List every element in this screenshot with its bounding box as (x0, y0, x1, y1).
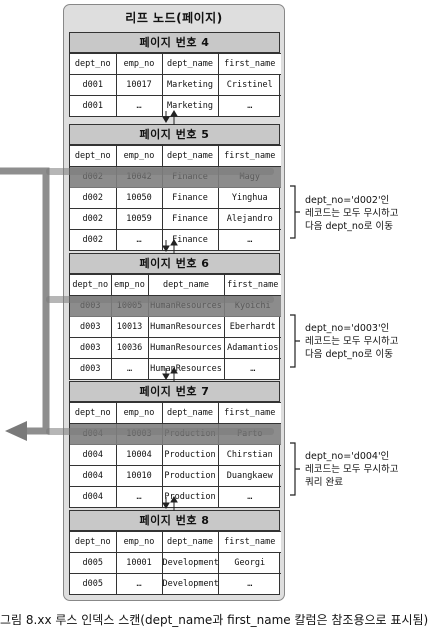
leaf-node-title: 리프 노드(페이지) (125, 11, 223, 25)
table-row: d001…Marketing… (70, 95, 281, 116)
note-brackets (290, 185, 300, 496)
column-header: dept_no (70, 531, 117, 553)
table-row: d004…Production… (70, 486, 281, 507)
cell-first-name: … (217, 229, 281, 250)
note-d003: dept_no='d003'인 레코드는 모두 무시하고 다음 dept_no로… (305, 323, 399, 360)
note-d002: dept_no='d002'인 레코드는 모두 무시하고 다음 dept_no로… (305, 195, 399, 232)
column-header: first_name (217, 145, 281, 167)
cell-first-name: … (217, 573, 281, 594)
column-header: dept_name (161, 531, 219, 553)
column-header: dept_name (161, 402, 219, 424)
cell-first-name: Georgi (217, 552, 281, 574)
cell-first-name: Cristinel (217, 74, 281, 96)
page-title: 페이지 번호 6 (70, 254, 279, 274)
cell-first-name: Alejandro (217, 208, 281, 230)
table-row: d002…Finance… (70, 229, 281, 250)
cell-emp-no: 10017 (115, 74, 163, 96)
column-header: dept_name (161, 145, 219, 167)
cell-emp-no: 10010 (115, 465, 163, 487)
column-header: dept_no (70, 145, 117, 167)
cell-first-name: … (223, 358, 281, 379)
table-row: d005…Development… (70, 573, 281, 594)
page-title: 페이지 번호 5 (70, 125, 279, 145)
column-header: emp_no (110, 274, 149, 296)
column-header: dept_no (70, 274, 112, 296)
column-header: emp_no (115, 402, 163, 424)
note-d004: dept_no='d004'인 레코드는 모두 무시하고 쿼리 완료 (305, 451, 399, 488)
column-header: first_name (217, 402, 281, 424)
cell-first-name: Adamantios (223, 337, 281, 359)
scan-path-arrow (0, 167, 274, 441)
cell-first-name: Duangkaew (217, 465, 281, 487)
page-link-arrows (162, 110, 178, 511)
cell-first-name: … (217, 95, 281, 116)
cell-dept-name: Production (161, 465, 219, 487)
figure-caption: 그림 8.xx 루스 인덱스 스캔(dept_name과 first_name … (0, 613, 429, 627)
page-title: 페이지 번호 4 (70, 33, 279, 53)
page-title: 페이지 번호 7 (70, 382, 279, 402)
cell-first-name: … (217, 486, 281, 507)
column-header: first_name (217, 53, 281, 75)
page-title: 페이지 번호 8 (70, 511, 279, 531)
column-header: first_name (217, 531, 281, 553)
